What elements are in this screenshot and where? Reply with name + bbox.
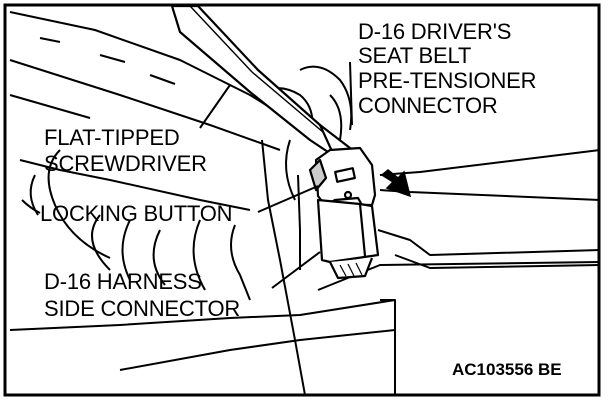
- harness-side-connector: [316, 198, 380, 280]
- frame: [3, 3, 601, 397]
- leader-locking-button: [257, 185, 319, 213]
- label-pre-tensioner-line-3: PRE-TENSIONER: [358, 68, 537, 93]
- vehicle-structure: [9, 11, 601, 396]
- leader-pre-tensioner: [349, 61, 353, 126]
- label-harness-line-1: D-16 HARNESS: [44, 269, 202, 294]
- pull-direction-arrow: [380, 169, 412, 198]
- leader-harness: [271, 251, 321, 289]
- label-locking-button: LOCKING BUTTON: [40, 201, 233, 226]
- leader-lines: [21, 61, 353, 289]
- label-screwdriver-line-2: SCREWDRIVER: [44, 151, 207, 176]
- leader-screwdriver: [199, 84, 231, 129]
- label-screwdriver-line-1: FLAT-TIPPED: [44, 125, 180, 150]
- seat-belt-pre-tensioner-connector: [308, 146, 377, 207]
- label-pre-tensioner-line-1: D-16 DRIVER'S: [358, 19, 512, 44]
- label-harness-line-2: SIDE CONNECTOR: [44, 296, 241, 321]
- label-pre-tensioner-line-4: CONNECTOR: [358, 93, 498, 118]
- label-pre-tensioner-line-2: SEAT BELT: [358, 43, 472, 68]
- figure-id: AC103556 BE: [452, 360, 562, 379]
- leader-locking-left: [21, 199, 41, 214]
